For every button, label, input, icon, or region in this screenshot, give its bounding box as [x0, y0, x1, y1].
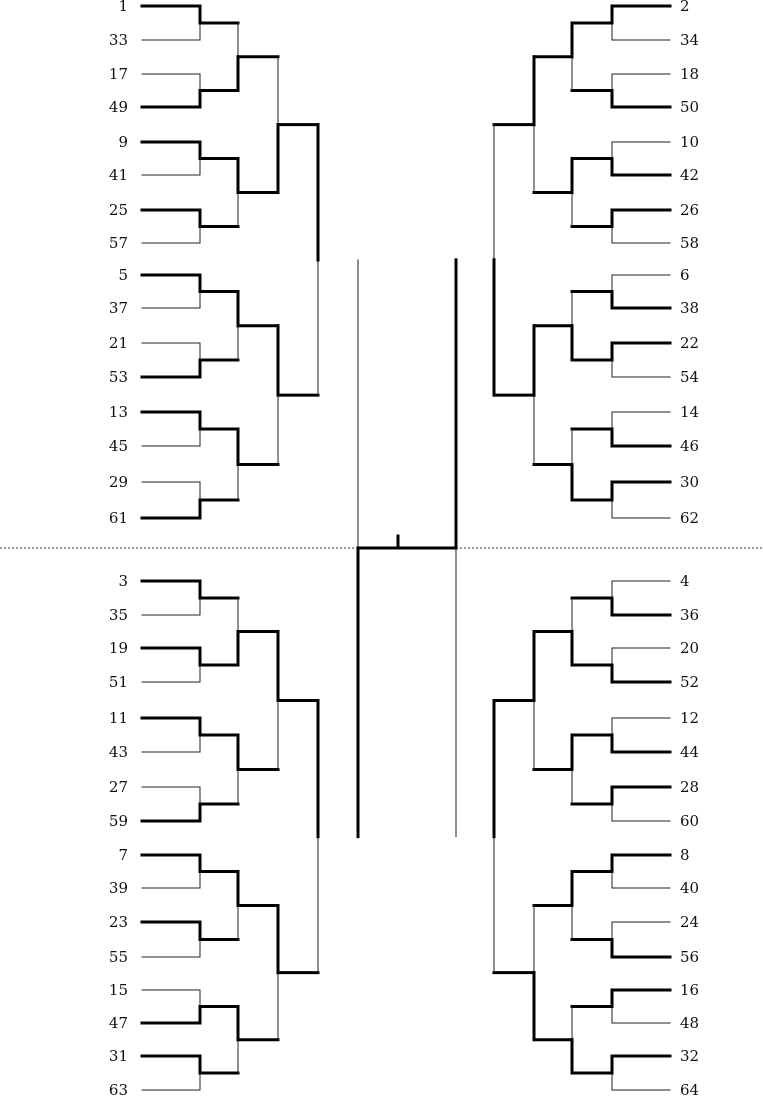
- seed-label: 63: [109, 1081, 128, 1099]
- seed-label: 20: [680, 639, 699, 657]
- seed-label: 40: [680, 879, 699, 897]
- seed-label: 14: [680, 403, 699, 421]
- seed-label: 55: [109, 948, 128, 966]
- seed-labels: 1331749941255753721531345296133519511143…: [109, 0, 699, 1099]
- seed-label: 26: [680, 201, 699, 219]
- seed-label: 11: [109, 709, 128, 727]
- seed-label: 42: [680, 166, 699, 184]
- seed-label: 43: [109, 743, 128, 761]
- seed-label: 4: [680, 572, 690, 590]
- seed-label: 64: [680, 1081, 699, 1099]
- seed-label: 53: [109, 368, 128, 386]
- seed-label: 35: [109, 606, 128, 624]
- seed-label: 5: [118, 266, 128, 284]
- seed-label: 6: [680, 266, 690, 284]
- seed-label: 15: [109, 981, 128, 999]
- seed-label: 16: [680, 981, 699, 999]
- seed-label: 9: [118, 133, 128, 151]
- seed-label: 18: [680, 65, 699, 83]
- seed-label: 31: [109, 1047, 128, 1065]
- seed-label: 29: [109, 473, 128, 491]
- seed-label: 3: [118, 572, 128, 590]
- seed-label: 32: [680, 1047, 699, 1065]
- seed-label: 2: [680, 0, 690, 15]
- seed-label: 46: [680, 437, 699, 455]
- seed-label: 7: [118, 846, 128, 864]
- seed-label: 1: [118, 0, 128, 15]
- seed-label: 33: [109, 31, 128, 49]
- seed-label: 61: [109, 509, 128, 527]
- seed-label: 59: [109, 812, 128, 830]
- seed-label: 47: [109, 1014, 128, 1032]
- seed-label: 25: [109, 201, 128, 219]
- seed-label: 27: [109, 778, 128, 796]
- seed-label: 39: [109, 879, 128, 897]
- seed-label: 34: [680, 31, 699, 49]
- seed-label: 38: [680, 299, 699, 317]
- bracket-lines: [140, 4, 672, 1091]
- seed-label: 36: [680, 606, 699, 624]
- seed-label: 10: [680, 133, 699, 151]
- seed-label: 52: [680, 673, 699, 691]
- seed-label: 45: [109, 437, 128, 455]
- seed-label: 22: [680, 334, 699, 352]
- seed-label: 51: [109, 673, 128, 691]
- seed-label: 24: [680, 913, 699, 931]
- seed-label: 60: [680, 812, 699, 830]
- seed-label: 19: [109, 639, 128, 657]
- seed-label: 58: [680, 234, 699, 252]
- seed-label: 44: [680, 743, 699, 761]
- seed-label: 56: [680, 948, 699, 966]
- seed-label: 37: [109, 299, 128, 317]
- seed-label: 54: [680, 368, 699, 386]
- seed-label: 48: [680, 1014, 699, 1032]
- seed-label: 62: [680, 509, 699, 527]
- seed-label: 50: [680, 98, 699, 116]
- seed-label: 21: [109, 334, 128, 352]
- seed-label: 28: [680, 778, 699, 796]
- seed-label: 30: [680, 473, 699, 491]
- seed-label: 12: [680, 709, 699, 727]
- seed-label: 49: [109, 98, 128, 116]
- seed-label: 23: [109, 913, 128, 931]
- seed-label: 13: [109, 403, 128, 421]
- seed-label: 17: [109, 65, 128, 83]
- seed-label: 8: [680, 846, 690, 864]
- seed-label: 57: [109, 234, 128, 252]
- seed-label: 41: [109, 166, 128, 184]
